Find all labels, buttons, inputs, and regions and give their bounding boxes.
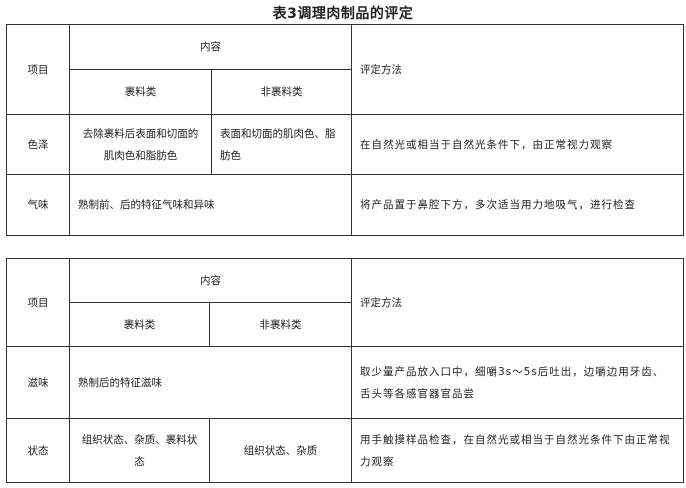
- header-method: 评定方法: [351, 24, 684, 115]
- row-item: 气味: [6, 174, 70, 236]
- header-coated: 裹料类: [69, 302, 210, 347]
- header-content: 内容: [69, 24, 352, 70]
- row-item: 滋味: [6, 346, 70, 419]
- row-method: 在自然光或相当于自然光条件下，由正常视力观察: [351, 114, 684, 175]
- row-item: 色泽: [6, 114, 70, 175]
- evaluation-table-1: 项目 内容 评定方法 裹料类 非裹料类 色泽 去除裹料后表面和切面的肌肉色和脂肪…: [6, 24, 684, 236]
- evaluation-table-2: 项目 内容 评定方法 裹料类 非裹料类 滋味 熟制后的特征滋味 取少量产品放入口…: [6, 258, 684, 483]
- row-method: 将产品置于鼻腔下方，多次适当用力地吸气，进行检查: [351, 174, 684, 236]
- table-title: 表3调理肉制品的评定: [272, 6, 414, 22]
- table-header-row: 项目 内容 评定方法: [6, 24, 684, 115]
- table-row: 滋味 熟制后的特征滋味 取少量产品放入口中，细嚼3s～5s后吐出，边嚼边用牙齿、…: [6, 346, 684, 419]
- header-item: 项目: [6, 24, 70, 115]
- header-uncoated: 非裹料类: [209, 302, 352, 347]
- row-coated: 组织状态、杂质、裹料状态: [69, 418, 210, 483]
- header-uncoated: 非裹料类: [211, 69, 352, 115]
- table-header-row: 项目 内容 评定方法: [6, 258, 684, 347]
- table-subheader-row: 裹料类 非裹料类: [7, 69, 684, 115]
- row-method: 用手触摸样品检查，在自然光或相当于自然光条件下由正常视力观察: [351, 418, 684, 483]
- row-coated: 去除裹料后表面和切面的肌肉色和脂肪色: [69, 114, 212, 175]
- table-subheader-row: 裹料类 非裹料类: [7, 302, 684, 347]
- row-uncoated: 组织状态、杂质: [209, 418, 352, 483]
- header-content: 内容: [69, 258, 352, 303]
- row-content: 熟制前、后的特征气味和异味: [69, 174, 352, 236]
- table-row: 气味 熟制前、后的特征气味和异味 将产品置于鼻腔下方，多次适当用力地吸气，进行检…: [6, 174, 684, 236]
- row-item: 状态: [6, 418, 70, 483]
- row-uncoated: 表面和切面的肌肉色、脂肪色: [211, 114, 352, 175]
- row-method: 取少量产品放入口中，细嚼3s～5s后吐出，边嚼边用牙齿、舌头等各感官器官品尝: [351, 346, 684, 419]
- row-content: 熟制后的特征滋味: [69, 346, 352, 419]
- header-item: 项目: [6, 258, 70, 347]
- table-row: 色泽 去除裹料后表面和切面的肌肉色和脂肪色 表面和切面的肌肉色、脂肪色 在自然光…: [6, 114, 684, 175]
- table-row: 状态 组织状态、杂质、裹料状态 组织状态、杂质 用手触摸样品检查，在自然光或相当…: [6, 418, 684, 483]
- header-method: 评定方法: [351, 258, 684, 347]
- header-coated: 裹料类: [69, 69, 212, 115]
